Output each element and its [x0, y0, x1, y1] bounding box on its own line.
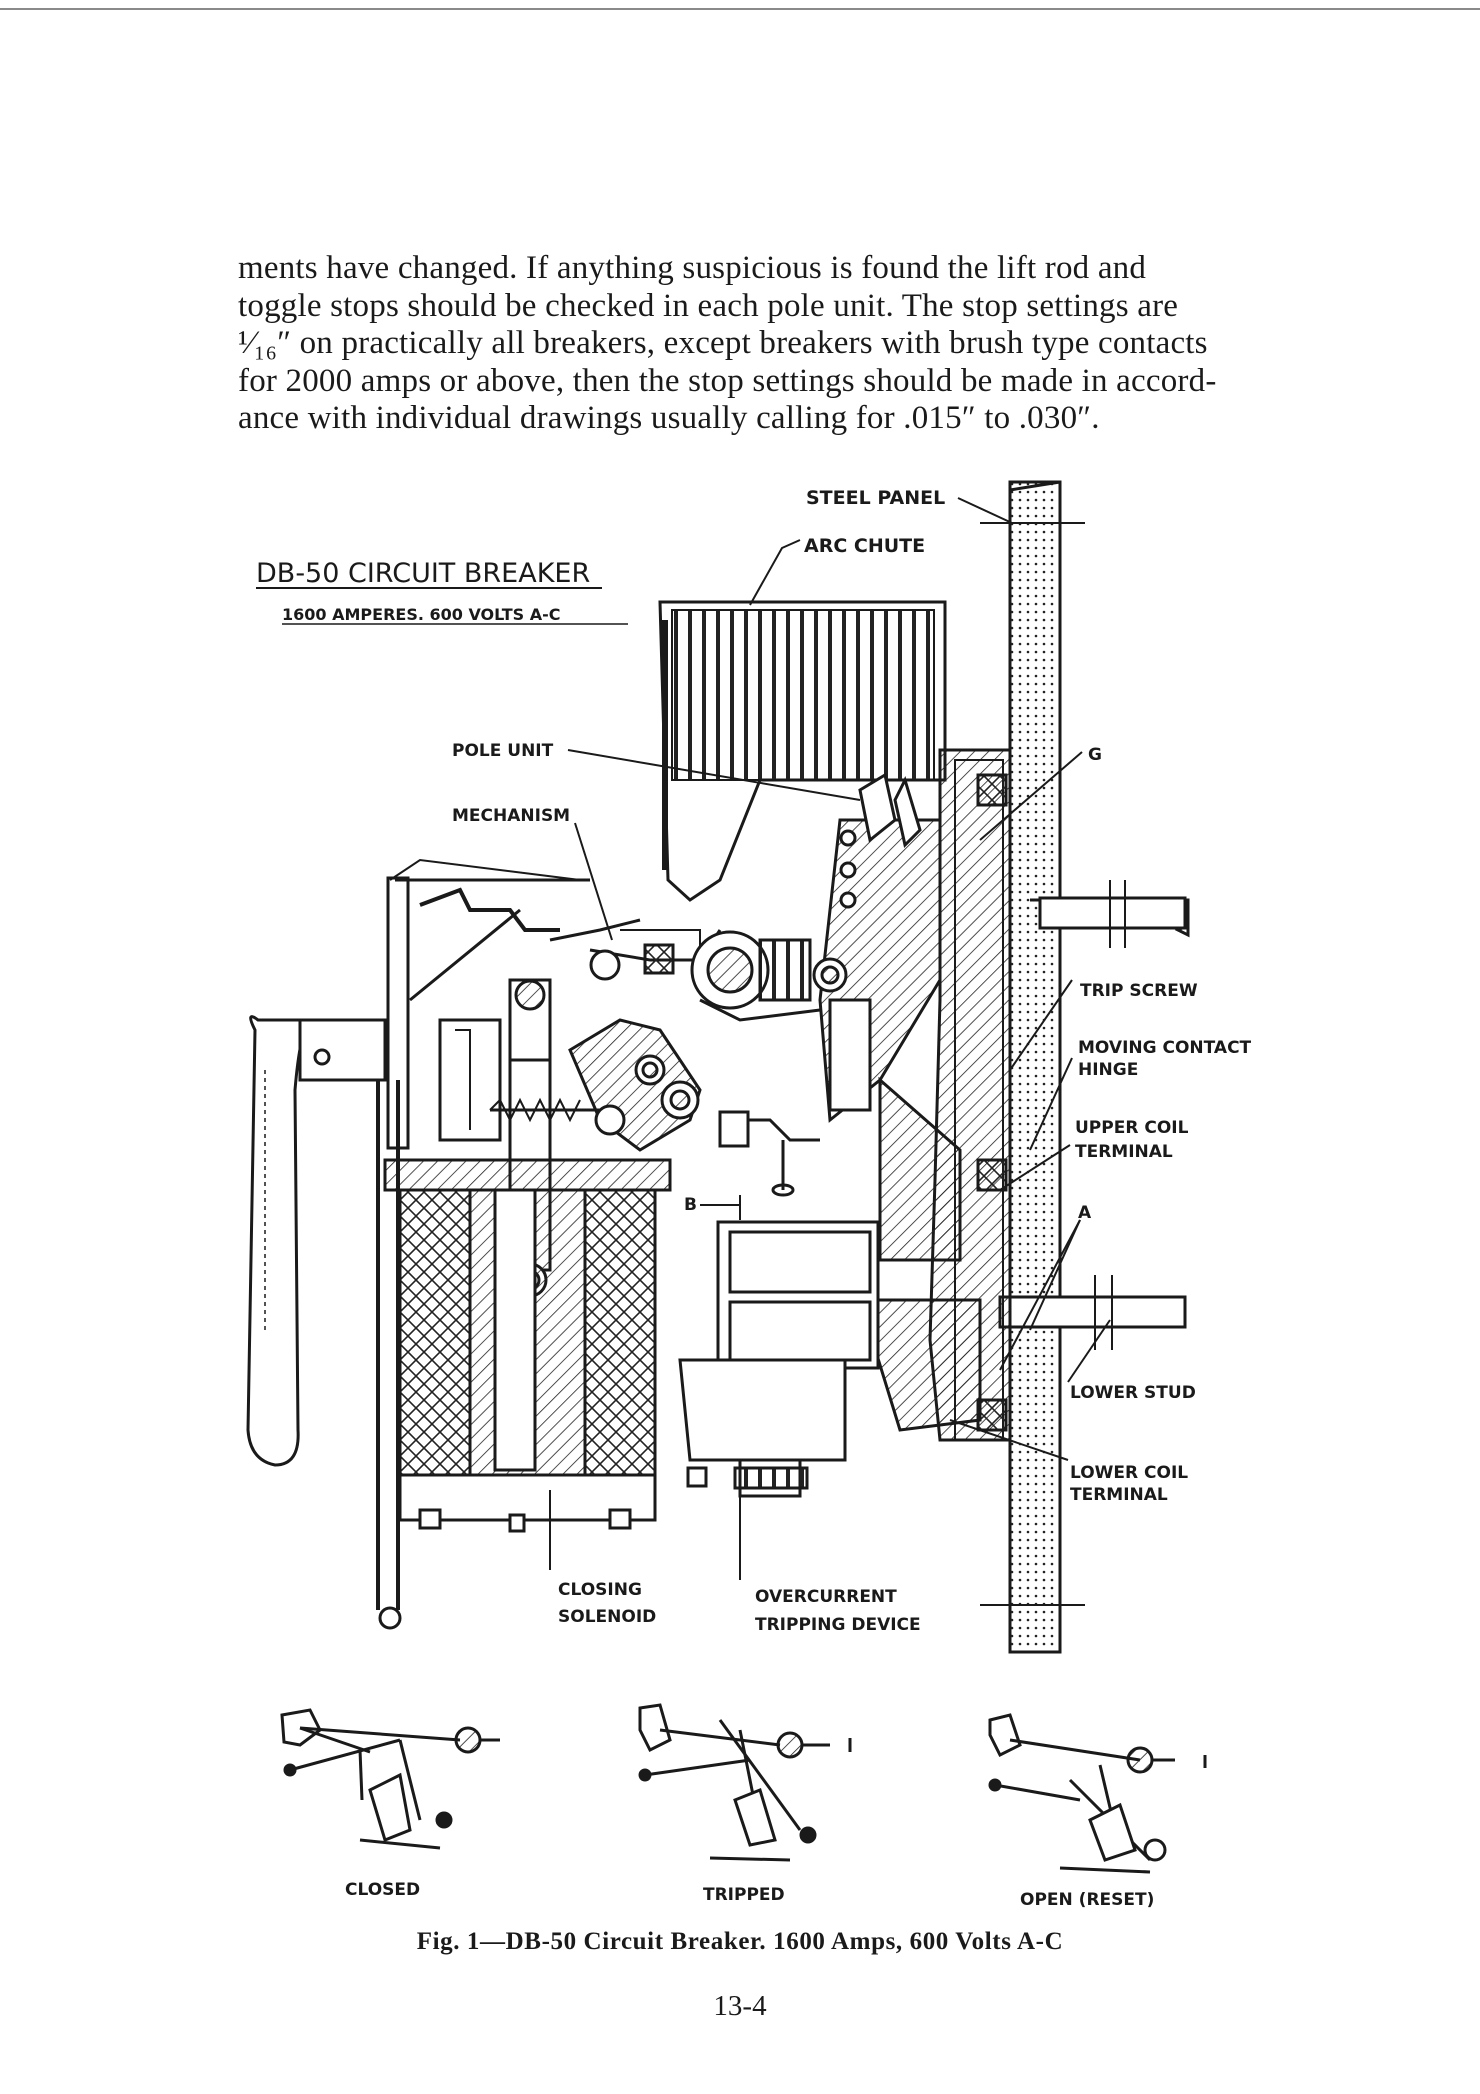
- body-line: for 2000 amps or above, then the stop se…: [238, 362, 1217, 399]
- pole-unit: [818, 748, 1012, 1442]
- body-line: toggle stops should be checked in each p…: [238, 287, 1179, 324]
- page-number: 13-4: [713, 1990, 767, 2022]
- label-tripped: TRIPPED: [703, 1885, 785, 1905]
- figure-title: DB-50 CIRCUIT BREAKER: [256, 558, 590, 589]
- label-closed: CLOSED: [345, 1880, 420, 1900]
- label-overcurrent-tripping-device: TRIPPING DEVICE: [755, 1615, 921, 1635]
- label-b: B: [684, 1195, 697, 1215]
- label-upper-coil: UPPER COIL: [1075, 1118, 1189, 1138]
- sketch-tripped: [638, 1703, 852, 1862]
- label-overcurrent: OVERCURRENT: [755, 1587, 897, 1607]
- body-line: ance with individual drawings usually ca…: [238, 400, 1100, 436]
- label-lower-coil: LOWER COIL: [1070, 1463, 1188, 1483]
- figure-caption: Fig. 1—DB-50 Circuit Breaker. 1600 Amps,…: [416, 1928, 1064, 1955]
- label-mechanism: MECHANISM: [452, 806, 570, 826]
- closing-solenoid-body: [383, 1158, 672, 1533]
- label-closing: CLOSING: [558, 1580, 642, 1600]
- body-paragraph: ments have changed. If anything suspicio…: [238, 250, 1283, 438]
- label-upper-coil-terminal: TERMINAL: [1075, 1142, 1173, 1162]
- arc-chute: [658, 600, 947, 902]
- label-trip-screw: TRIP SCREW: [1080, 981, 1198, 1001]
- label-arc-chute: ARC CHUTE: [804, 535, 925, 557]
- label-lower-stud: LOWER STUD: [1070, 1383, 1196, 1403]
- body-line: ¹⁄₁₆″ on practically all breakers, excep…: [238, 325, 1208, 361]
- operating-handle: [246, 1015, 402, 1630]
- label-moving-contact-hinge: HINGE: [1078, 1060, 1138, 1080]
- label-pole-unit: POLE UNIT: [452, 741, 554, 761]
- label-moving-contact: MOVING CONTACT: [1078, 1038, 1252, 1058]
- sketch-open-reset: [988, 1713, 1207, 1874]
- body-line: ments have changed. If anything suspicio…: [238, 250, 1147, 286]
- upper-stud: [1030, 880, 1190, 948]
- tripping-device-body: [678, 1220, 880, 1498]
- figure-subtitle: 1600 AMPERES. 600 VOLTS A-C: [282, 605, 560, 624]
- label-steel-panel: STEEL PANEL: [806, 487, 945, 509]
- label-a: A: [1078, 1203, 1092, 1223]
- label-lower-coil-terminal: TERMINAL: [1070, 1485, 1168, 1505]
- leader-lines: [549, 497, 1111, 1580]
- label-g: G: [1088, 745, 1102, 765]
- label-closing-solenoid: SOLENOID: [558, 1607, 656, 1627]
- top-rule: [0, 8, 1480, 10]
- label-open-reset: OPEN (RESET): [1020, 1890, 1154, 1910]
- sketch-closed: [280, 1708, 500, 1850]
